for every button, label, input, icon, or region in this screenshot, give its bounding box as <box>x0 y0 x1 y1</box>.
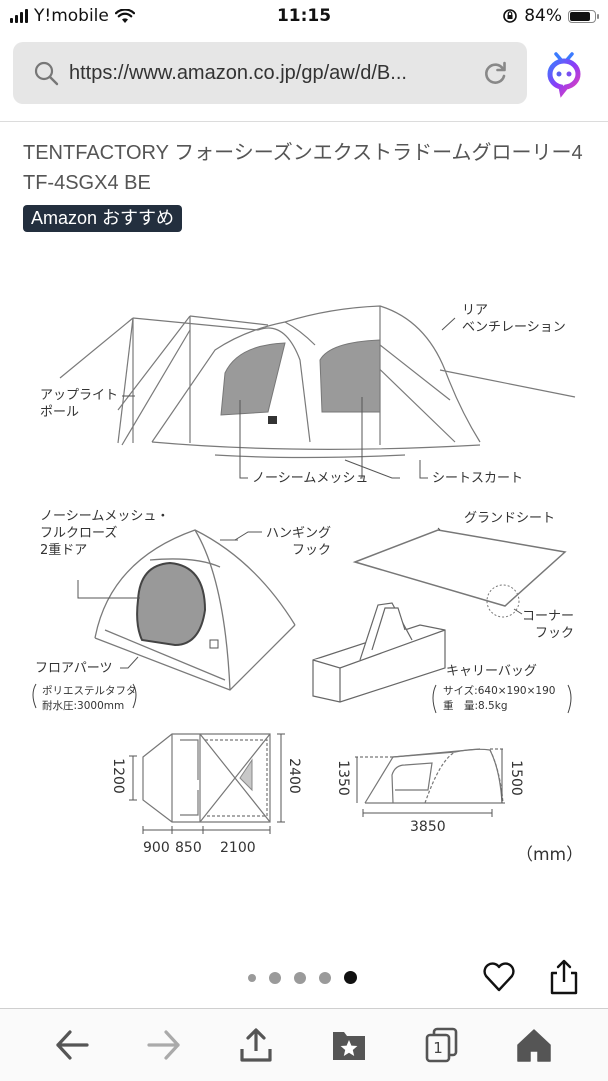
label-rear-vent: リア ベンチレーション <box>462 303 566 335</box>
label-upright-pole: アップライト ポール <box>40 388 119 420</box>
search-icon <box>34 61 59 86</box>
label-ground-sheet: グランドシート <box>464 511 556 526</box>
browser-toolbar: 1 <box>0 1008 608 1081</box>
carrier-name: Y!mobile <box>34 6 109 26</box>
label-corner-hook: コーナー フック <box>522 609 575 641</box>
page-dot-4[interactable] <box>319 971 331 984</box>
label-carry-bag-weight: 重 量:8.5kg <box>443 700 508 712</box>
share-icon[interactable] <box>238 1027 274 1063</box>
dim-seg-2100: 2100 <box>220 840 256 856</box>
label-floor-spec: ポリエステルタフタ 耐水圧:3000mm <box>42 685 137 712</box>
dim-side-front-height: 1350 <box>334 760 351 796</box>
divider <box>0 121 608 122</box>
page-dot-2[interactable] <box>269 971 281 984</box>
reload-icon[interactable] <box>481 59 509 87</box>
dim-unit: （mm） <box>516 845 584 865</box>
label-no-seam-mesh: ノーシームメッシュ <box>252 471 369 486</box>
label-floor-parts: フロアパーツ <box>35 661 113 676</box>
orientation-lock-icon <box>503 9 518 23</box>
tabs-button[interactable]: 1 <box>423 1027 459 1063</box>
page-dot-5-active[interactable] <box>344 971 357 984</box>
share-icon[interactable] <box>548 958 580 996</box>
label-carry-bag: キャリーバッグ <box>446 664 537 679</box>
status-bar: Y!mobile 11:15 84% <box>0 0 608 36</box>
dim-side-rear-height: 1500 <box>507 760 524 796</box>
signal-icon <box>10 9 28 23</box>
status-right: 84% <box>502 6 599 26</box>
product-image[interactable]: リア ベンチレーション アップライト ポール ノーシームメッシュ シートスカート… <box>0 250 608 950</box>
label-double-door: ノーシームメッシュ・ フルクローズ 2重ドア <box>40 509 170 558</box>
tent-illustration <box>32 305 576 834</box>
battery-percent: 84% <box>524 6 562 26</box>
clock: 11:15 <box>276 6 332 26</box>
battery-icon <box>568 9 599 23</box>
dim-plan-length: 2400 <box>285 758 302 794</box>
wifi-icon <box>114 8 135 23</box>
tab-count: 1 <box>433 1039 443 1057</box>
label-sheet-skirt: シートスカート <box>432 471 524 486</box>
status-left: Y!mobile <box>10 6 135 26</box>
dim-seg-900: 900 <box>143 840 170 856</box>
dim-seg-850: 850 <box>175 840 202 856</box>
home-icon[interactable] <box>516 1027 552 1063</box>
back-arrow-icon[interactable] <box>54 1027 90 1063</box>
url-text[interactable]: https://www.amazon.co.jp/gp/aw/d/B... <box>69 61 407 84</box>
heart-icon[interactable] <box>482 960 516 994</box>
label-carry-bag-size: サイズ:640×190×190 <box>443 685 556 697</box>
bookmark-folder-icon[interactable] <box>331 1027 367 1063</box>
amazon-choice-badge: Amazon おすすめ <box>23 205 183 232</box>
page-dot-1[interactable] <box>248 973 256 982</box>
tabs-icon <box>425 1027 458 1063</box>
label-hanging-hook: ハンギング フック <box>266 526 332 558</box>
assistant-bot-icon[interactable] <box>542 48 586 98</box>
image-pagination[interactable] <box>248 971 357 984</box>
product-title[interactable]: TENTFACTORY フォーシーズンエクストラドームグローリー4 TF-4SG… <box>23 142 583 194</box>
page-dot-3[interactable] <box>294 971 306 984</box>
dim-plan-width: 1200 <box>109 758 126 794</box>
dim-side-length: 3850 <box>410 819 446 835</box>
forward-arrow-icon[interactable] <box>146 1027 182 1063</box>
address-bar[interactable]: https://www.amazon.co.jp/gp/aw/d/B... <box>13 42 527 104</box>
